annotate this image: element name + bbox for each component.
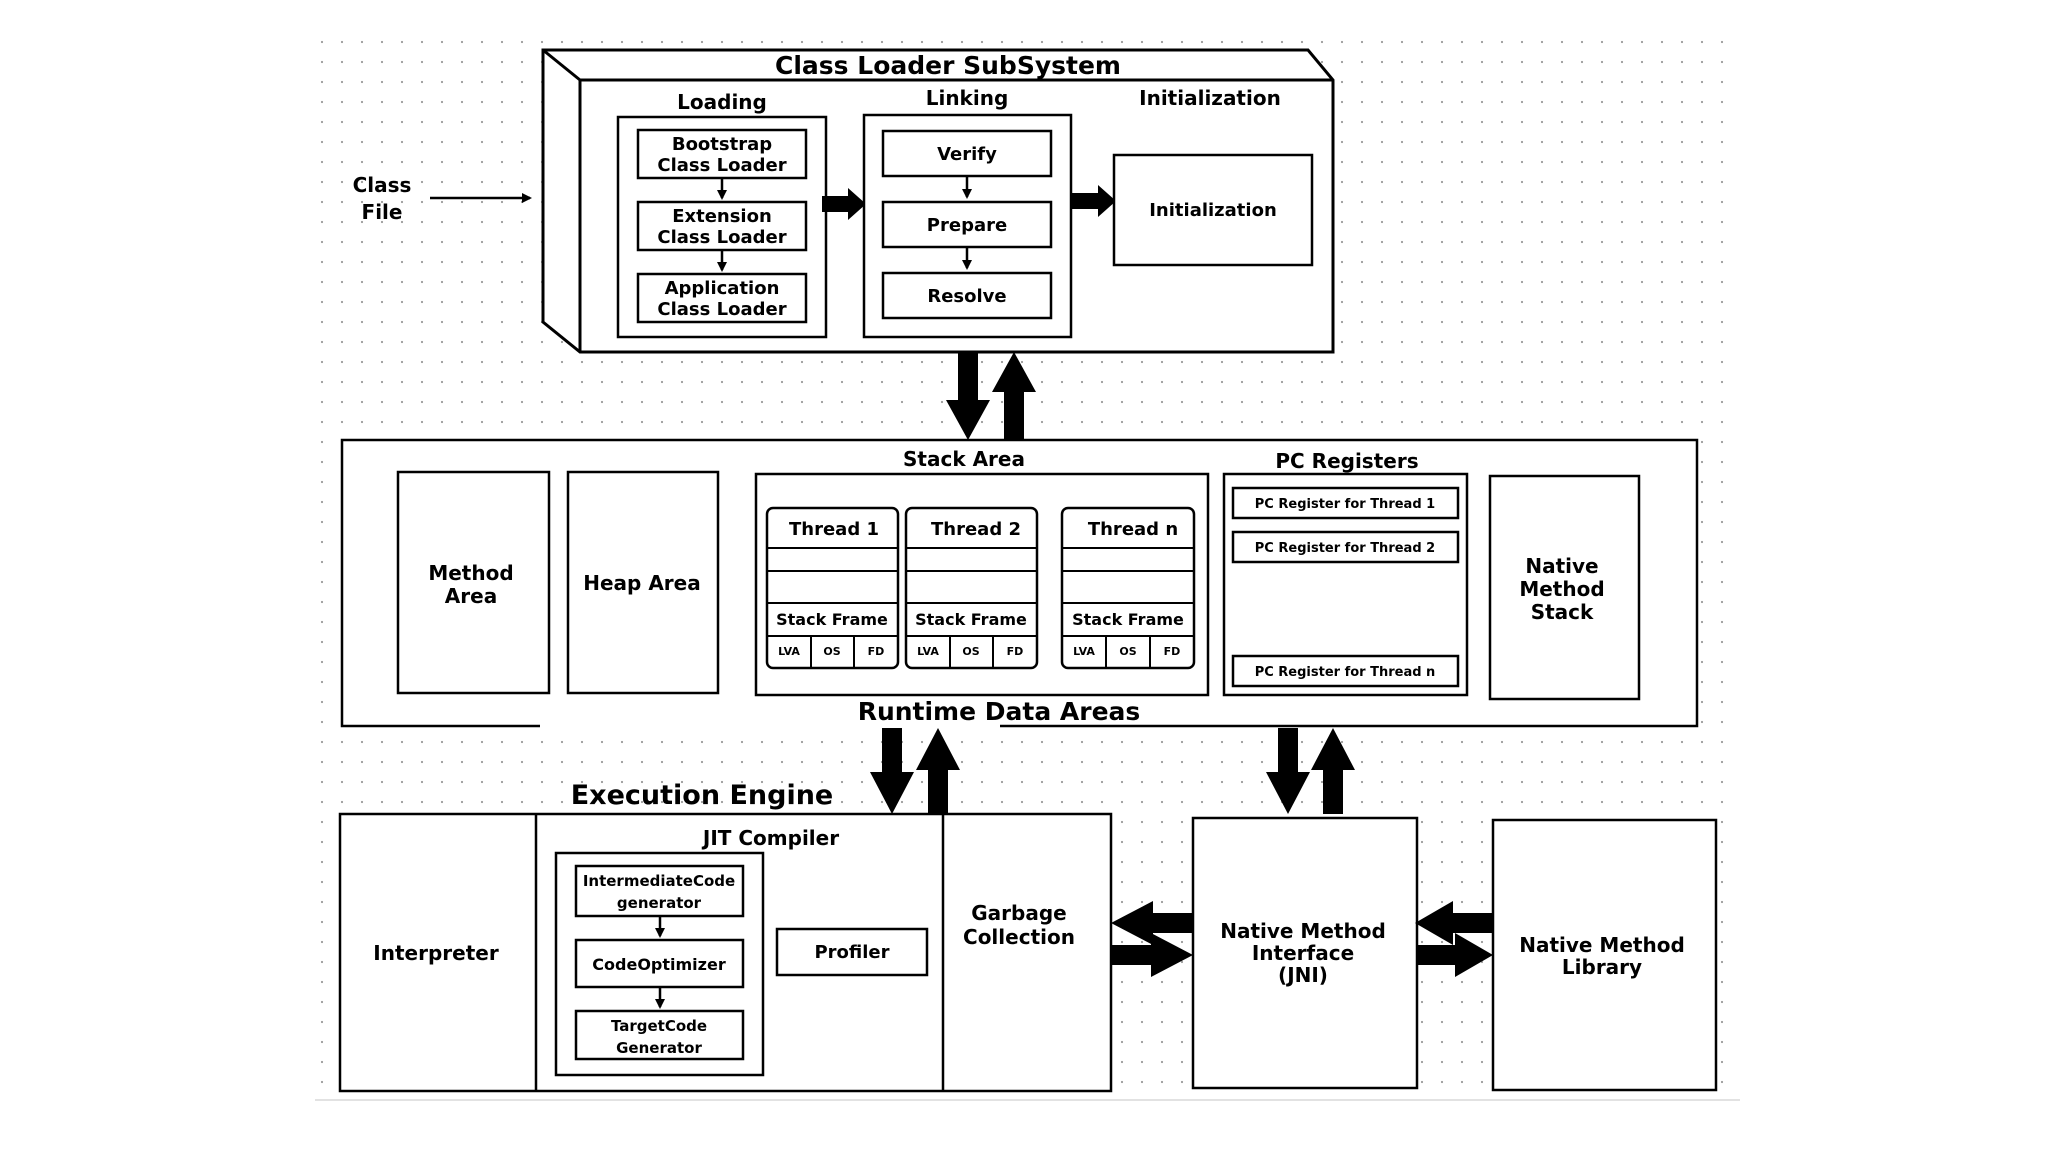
- svg-text:Heap Area: Heap Area: [583, 571, 700, 595]
- svg-text:LVA: LVA: [778, 645, 800, 658]
- svg-text:Class Loader: Class Loader: [657, 299, 786, 320]
- code-optimizer: [574, 938, 745, 989]
- loading-title: Loading: [677, 90, 767, 114]
- class-loader-title: Class Loader SubSystem: [775, 51, 1121, 80]
- svg-text:Library: Library: [1562, 955, 1642, 979]
- svg-text:FD: FD: [1164, 645, 1181, 658]
- svg-text:File: File: [362, 200, 403, 224]
- svg-text:Method: Method: [428, 561, 513, 585]
- bootstrap-class-loader: [636, 128, 808, 180]
- target-code-generator: [574, 1009, 745, 1061]
- svg-text:PC Register for Thread 2: PC Register for Thread 2: [1255, 541, 1435, 556]
- resolve-box: [881, 271, 1053, 320]
- library-to-jni-arrow: [1415, 901, 1493, 945]
- svg-text:Thread 2: Thread 2: [931, 519, 1021, 540]
- jni-to-runtime-arrow: [1311, 728, 1355, 814]
- svg-text:Verify: Verify: [937, 144, 997, 165]
- svg-text:Profiler: Profiler: [814, 942, 889, 963]
- svg-text:Initialization: Initialization: [1149, 200, 1277, 221]
- svg-text:Resolve: Resolve: [927, 286, 1006, 307]
- runtime-to-loader-arrow: [992, 352, 1036, 440]
- svg-text:OS: OS: [1119, 645, 1136, 658]
- svg-text:Prepare: Prepare: [927, 215, 1007, 236]
- svg-text:Class Loader: Class Loader: [657, 227, 786, 248]
- jit-compiler-title: JIT Compiler: [701, 826, 839, 850]
- engine-to-jni-arrow: [1111, 933, 1193, 977]
- loading-to-linking-arrow: [822, 188, 866, 220]
- svg-text:Interface: Interface: [1252, 941, 1354, 965]
- svg-text:Thread 1: Thread 1: [789, 519, 879, 540]
- thread-n-stack: Thread n Stack Frame LVA OS FD: [1060, 506, 1196, 670]
- svg-text:OS: OS: [962, 645, 979, 658]
- svg-text:Bootstrap: Bootstrap: [672, 134, 772, 155]
- verify-box: [881, 129, 1053, 178]
- svg-text:Stack Frame: Stack Frame: [915, 610, 1027, 629]
- svg-text:TargetCode: TargetCode: [611, 1017, 707, 1035]
- method-area: [396, 470, 551, 695]
- svg-text:Stack Frame: Stack Frame: [776, 610, 888, 629]
- svg-text:Extension: Extension: [672, 206, 772, 227]
- svg-text:LVA: LVA: [1073, 645, 1095, 658]
- runtime-title: Runtime Data Areas: [858, 697, 1141, 726]
- profiler-box: [775, 927, 929, 977]
- svg-text:Thread n: Thread n: [1088, 519, 1178, 540]
- interpreter-label: Interpreter: [373, 941, 499, 965]
- pc-registers-title: PC Registers: [1275, 449, 1418, 473]
- svg-text:PC Register for Thread n: PC Register for Thread n: [1255, 665, 1436, 680]
- svg-text:Stack: Stack: [1531, 600, 1594, 624]
- linking-title: Linking: [926, 86, 1009, 110]
- native-method-stack: [1488, 474, 1641, 701]
- extension-class-loader: [636, 200, 808, 252]
- svg-text:Stack Frame: Stack Frame: [1072, 610, 1184, 629]
- execution-engine: Execution Engine Interpreter JIT Compile…: [338, 780, 1113, 1093]
- native-method-library: Native Method Library: [1491, 818, 1718, 1092]
- pc-register-thread-1: [1231, 486, 1460, 520]
- svg-text:Method: Method: [1519, 577, 1604, 601]
- jni-to-library-arrow: [1417, 933, 1493, 977]
- thread-1-stack: Thread 1 Stack Frame LVA OS FD: [765, 506, 900, 670]
- svg-text:Native: Native: [1525, 554, 1598, 578]
- svg-text:IntermediateCode: IntermediateCode: [583, 872, 735, 890]
- svg-text:CodeOptimizer: CodeOptimizer: [592, 955, 726, 974]
- class-loader-subsystem: Class Loader SubSystem Loading Bootstrap…: [541, 48, 1335, 354]
- svg-text:(JNI): (JNI): [1278, 963, 1328, 987]
- jni-box: Native Method Interface (JNI): [1191, 816, 1419, 1090]
- pc-register-thread-n: [1231, 654, 1460, 688]
- svg-text:Native Method: Native Method: [1519, 933, 1685, 957]
- svg-text:LVA: LVA: [917, 645, 939, 658]
- svg-text:Area: Area: [445, 584, 497, 608]
- svg-text:Native Method: Native Method: [1220, 919, 1386, 943]
- class-file: Class File: [353, 173, 412, 224]
- runtime-to-jni-arrow: [1266, 728, 1310, 814]
- svg-text:Class Loader: Class Loader: [657, 155, 786, 176]
- application-class-loader: [636, 272, 808, 324]
- initialization-box: [1112, 153, 1314, 267]
- stack-area-title: Stack Area: [903, 447, 1025, 471]
- intermediate-code-generator: [574, 864, 745, 918]
- loader-to-runtime-arrow: [946, 352, 990, 440]
- prepare-box: [881, 200, 1053, 249]
- svg-text:FD: FD: [868, 645, 885, 658]
- svg-text:Application: Application: [665, 278, 780, 299]
- execution-engine-title: Execution Engine: [571, 780, 834, 811]
- svg-text:Collection: Collection: [963, 925, 1075, 949]
- heap-area: [566, 470, 720, 695]
- jni-to-engine-arrow: [1111, 901, 1193, 945]
- runtime-data-areas: Runtime Data Areas Method Area Heap Area…: [340, 438, 1699, 739]
- svg-text:Class: Class: [353, 173, 412, 197]
- pc-register-thread-2: [1231, 530, 1460, 564]
- initialization-title: Initialization: [1139, 86, 1281, 110]
- linking-to-initialization-arrow: [1071, 185, 1116, 217]
- svg-text:PC Register for Thread 1: PC Register for Thread 1: [1255, 497, 1435, 512]
- svg-text:generator: generator: [617, 894, 702, 912]
- thread-2-stack: Thread 2 Stack Frame LVA OS FD: [904, 506, 1039, 670]
- svg-text:OS: OS: [823, 645, 840, 658]
- runtime-to-engine-arrow: [870, 728, 914, 814]
- garbage-collection-label: Garbage: [971, 901, 1066, 925]
- engine-to-runtime-arrow: [916, 728, 960, 814]
- svg-text:Generator: Generator: [616, 1039, 702, 1057]
- svg-text:FD: FD: [1007, 645, 1024, 658]
